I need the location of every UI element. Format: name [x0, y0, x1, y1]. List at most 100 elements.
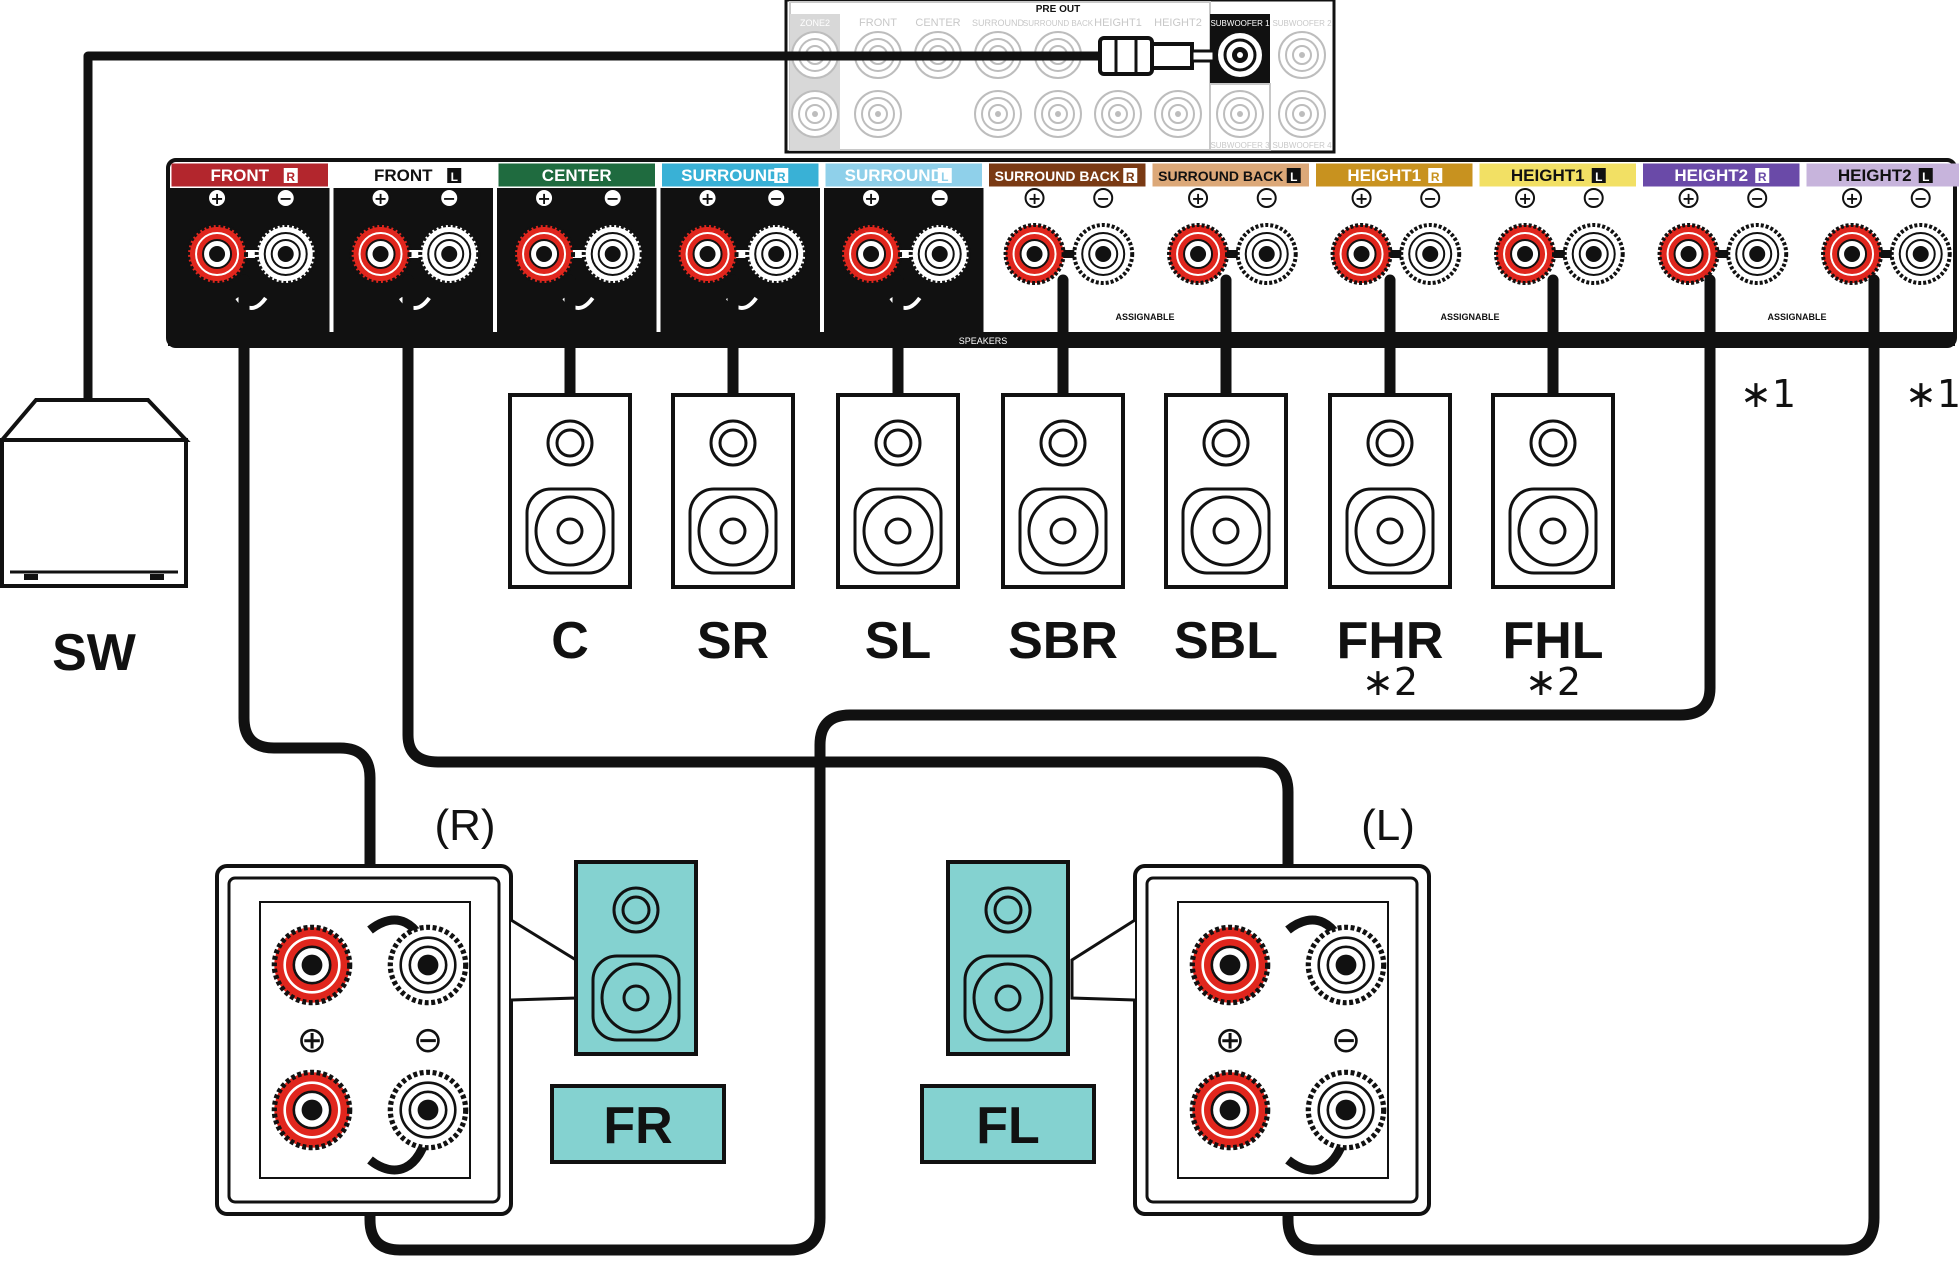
front-left-plus: ⊕	[1215, 1020, 1245, 1061]
channel-label-5: SURROUND	[845, 166, 943, 185]
front-right-speaker	[574, 860, 698, 1056]
polarity-minus-5: −	[933, 189, 946, 208]
speaker-label-c: C	[551, 612, 589, 670]
front-left-side-label: (L)	[1361, 801, 1415, 850]
front-left-speaker	[946, 860, 1070, 1056]
channel-side-9: L	[1595, 170, 1602, 184]
speaker-sbl: SBL	[1164, 393, 1288, 670]
speaker-fhr: FHR∗2	[1328, 393, 1452, 704]
polarity-plus-8: +	[1355, 189, 1368, 208]
channel-side-1: R	[286, 170, 295, 184]
polarity-plus-10: +	[1682, 189, 1695, 208]
speaker-fhl: FHL∗2	[1491, 393, 1615, 704]
channel-label-10: HEIGHT2	[1674, 166, 1748, 185]
channel-label-2: FRONT	[374, 166, 433, 185]
polarity-minus-7: −	[1260, 189, 1273, 208]
channel-label-3: CENTER	[542, 166, 612, 185]
pre-out-title: PRE OUT	[1036, 4, 1080, 15]
channel-header-7: SURROUND BACK L	[1152, 163, 1309, 187]
subwoofer-label: SW	[52, 624, 137, 682]
channel-side-11: L	[1922, 170, 1929, 184]
assignable-label-1: ASSIGNABLE	[1115, 312, 1174, 322]
pre-out-jack-labels: ZONE2 FRONT CENTER SURROUND SURROUND BAC…	[800, 17, 1332, 150]
channel-label-8: HEIGHT1	[1347, 166, 1421, 185]
channel-side-2: L	[451, 170, 458, 184]
pre-out-panel: PRE OUT ZONE2 FRONT CENTER SURROUND SURR…	[784, 0, 1336, 154]
speaker-sr: SR	[671, 393, 795, 670]
channel-header-8: HEIGHT1 R	[1316, 163, 1473, 187]
channel-side-8: R	[1431, 170, 1440, 184]
channel-label-7: SURROUND BACK	[1158, 168, 1283, 184]
terminal-pair-9[interactable]	[1494, 223, 1625, 310]
channel-label-1: FRONT	[210, 166, 269, 185]
polarity-minus-3: −	[606, 189, 619, 208]
pre-out-jack-surround: SURROUND	[972, 18, 1025, 28]
polarity-plus-2: +	[374, 189, 387, 208]
front-left-minus: ⊖	[1331, 1020, 1361, 1061]
polarity-minus-10: −	[1751, 189, 1764, 208]
polarity-minus-6: −	[1097, 189, 1110, 208]
front-right-label: FR	[603, 1097, 672, 1155]
speaker-c: C	[508, 393, 632, 670]
pre-out-jack-center: CENTER	[915, 17, 960, 29]
subwoofer-cable	[83, 36, 1216, 400]
subwoofer1-jack[interactable]	[1216, 31, 1264, 79]
channel-header-3: CENTER	[498, 163, 655, 187]
speaker-label-sbr: SBR	[1008, 612, 1118, 670]
pre-out-jack-subwoofer3: SUBWOOFER 3	[1210, 141, 1270, 150]
height2-l-note: ∗1	[1905, 372, 1959, 416]
speaker-label-sbl: SBL	[1174, 612, 1278, 670]
assignable-label-2: ASSIGNABLE	[1440, 312, 1499, 322]
channel-label-6: SURROUND BACK	[995, 168, 1120, 184]
channel-side-7: L	[1290, 170, 1297, 184]
polarity-plus-6: +	[1028, 189, 1041, 208]
polarity-plus-3: +	[537, 189, 550, 208]
terminal-pair-6[interactable]	[1003, 223, 1135, 310]
channel-header-2: FRONT L	[335, 163, 492, 187]
front-left-group: (L) ⊕ ⊖ FL	[920, 801, 1431, 1216]
channel-side-6: R	[1126, 170, 1135, 184]
speaker-label-sl: SL	[865, 612, 931, 670]
front-left-terminal-plate	[1070, 864, 1431, 1216]
polarity-plus-5: +	[864, 189, 877, 208]
speaker-cables	[238, 274, 1880, 1256]
speaker-label-sr: SR	[697, 612, 769, 670]
channel-side-10: R	[1758, 170, 1767, 184]
polarity-minus-1: −	[279, 189, 292, 208]
subwoofer	[0, 398, 191, 588]
front-right-label-box	[550, 1084, 726, 1164]
front-right-plus: ⊕	[297, 1020, 327, 1061]
channel-header-10: HEIGHT2 R	[1643, 163, 1800, 187]
front-left-label: FL	[976, 1097, 1040, 1155]
pre-out-jack-height2: HEIGHT2	[1154, 17, 1202, 29]
terminal-pair-8[interactable]	[1330, 223, 1462, 310]
polarity-plus-4: +	[701, 189, 714, 208]
channel-side-4: R	[777, 170, 786, 184]
polarity-plus-1: +	[210, 189, 223, 208]
channel-header-6: SURROUND BACK R	[989, 163, 1146, 187]
speakers-label: SPEAKERS	[959, 336, 1008, 346]
channel-header-1: FRONT R	[171, 163, 328, 187]
channel-label-4: SURROUND	[681, 166, 779, 185]
front-right-minus: ⊖	[413, 1020, 443, 1061]
speaker-note-fhr: ∗2	[1362, 660, 1418, 704]
rca-plug	[1098, 36, 1216, 76]
polarity-signs: +−+−+−+−+−+−+−+−+−+−+−	[207, 188, 1931, 208]
pre-out-jack-subwoofer4: SUBWOOFER 4	[1272, 141, 1332, 150]
front-right-group: (R) ⊕ ⊖ FR	[215, 801, 726, 1216]
polarity-minus-4: −	[770, 189, 783, 208]
speaker-label-fhl: FHL	[1502, 612, 1603, 670]
front-right-side-label: (R)	[434, 801, 495, 850]
terminal-pair-7[interactable]	[1167, 223, 1298, 310]
front-left-label-box	[920, 1084, 1096, 1164]
polarity-minus-2: −	[443, 189, 456, 208]
speaker-sl: SL	[836, 393, 960, 670]
front-right-terminal-plate	[215, 864, 578, 1216]
speaker-sbr: SBR	[1001, 393, 1125, 670]
assignable-label-3: ASSIGNABLE	[1767, 312, 1826, 322]
